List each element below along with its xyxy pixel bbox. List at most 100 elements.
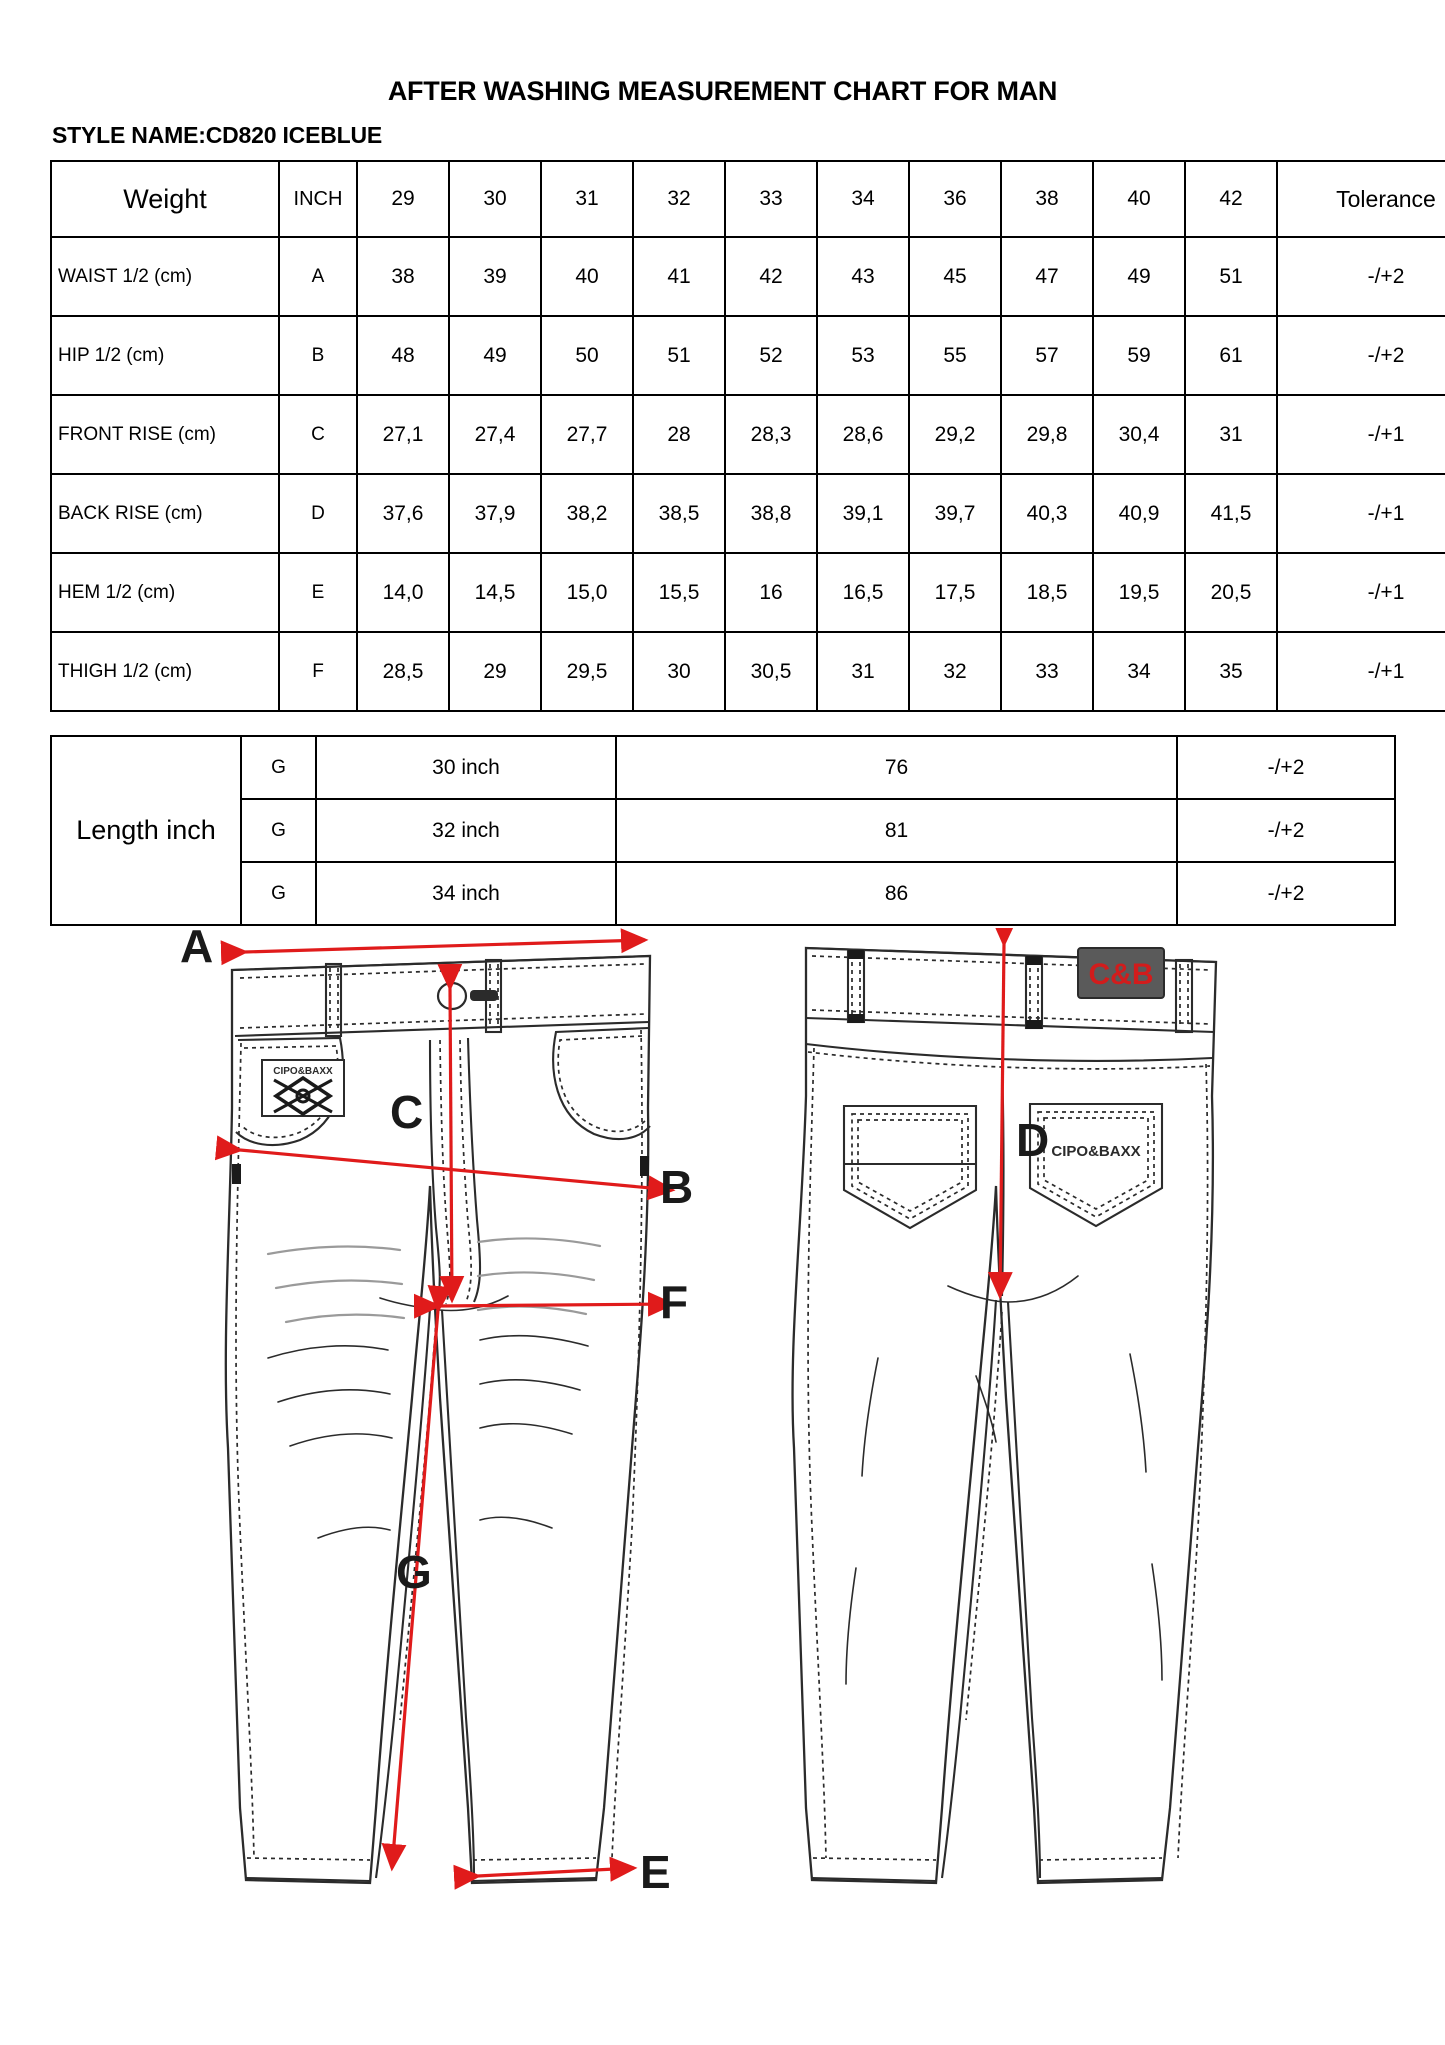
front-pocket-brand-label: CIPO&BAXX <box>261 1059 345 1117</box>
cell-waist-3: 41 <box>632 236 726 317</box>
table-row: FRONT RISE (cm) C 27,1 27,4 27,7 28 28,3… <box>50 394 1445 475</box>
cell-back-rise-2: 38,2 <box>540 473 634 554</box>
page-title: AFTER WASHING MEASUREMENT CHART FOR MAN <box>387 76 1058 106</box>
label-thigh: F <box>660 1276 688 1328</box>
cell-waist-tolerance: -/+2 <box>1276 236 1445 317</box>
cell-thigh-1: 29 <box>448 631 542 712</box>
cell-back-rise-9: 41,5 <box>1184 473 1278 554</box>
length-inch-0: 30 inch <box>315 735 617 800</box>
cell-back-rise-8: 40,9 <box>1092 473 1186 554</box>
length-tolerance-1: -/+2 <box>1176 798 1396 863</box>
cell-hip-9: 61 <box>1184 315 1278 396</box>
label-waist: A <box>180 928 213 972</box>
front-measurement-arrows <box>214 928 676 1890</box>
cell-hem-5: 16,5 <box>816 552 910 633</box>
label-hip: B <box>660 1161 693 1213</box>
row-label-hem: HEM 1/2 (cm) <box>50 552 280 633</box>
arrow-length <box>381 1285 453 1872</box>
cell-thigh-6: 32 <box>908 631 1002 712</box>
cell-waist-1: 39 <box>448 236 542 317</box>
header-size-6: 36 <box>908 160 1002 238</box>
cell-front-rise-tolerance: -/+1 <box>1276 394 1445 475</box>
length-inch-1: 32 inch <box>315 798 617 863</box>
cell-waist-9: 51 <box>1184 236 1278 317</box>
header-size-1: 30 <box>448 160 542 238</box>
header-size-7: 38 <box>1000 160 1094 238</box>
header-weight: Weight <box>50 160 280 238</box>
cell-thigh-8: 34 <box>1092 631 1186 712</box>
cell-thigh-5: 31 <box>816 631 910 712</box>
cell-back-rise-5: 39,1 <box>816 473 910 554</box>
cell-hip-1: 49 <box>448 315 542 396</box>
cell-waist-8: 49 <box>1092 236 1186 317</box>
arrow-hip <box>214 1135 676 1201</box>
length-tolerance-2: -/+2 <box>1176 861 1396 926</box>
cell-hem-4: 16 <box>724 552 818 633</box>
cell-back-rise-0: 37,6 <box>356 473 450 554</box>
measurement-table-container: Weight INCH 29 30 31 32 33 34 36 38 40 4… <box>50 160 1445 712</box>
cell-back-rise-1: 37,9 <box>448 473 542 554</box>
cell-thigh-4: 30,5 <box>724 631 818 712</box>
table-row: WAIST 1/2 (cm) A 38 39 40 41 42 43 45 47… <box>50 236 1445 317</box>
length-value-2: 86 <box>615 861 1178 926</box>
cell-hip-5: 53 <box>816 315 910 396</box>
length-code-0: G <box>240 735 317 800</box>
arrow-front-rise <box>437 963 465 1304</box>
cell-front-rise-4: 28,3 <box>724 394 818 475</box>
jeans-diagram: CIPO&BAXX <box>0 928 1445 2045</box>
back-leg-creases <box>845 1353 1163 1685</box>
row-code-hip: B <box>278 315 358 396</box>
row-label-back-rise: BACK RISE (cm) <box>50 473 280 554</box>
front-pocket-brand-text: CIPO&BAXX <box>273 1066 333 1077</box>
table-row: HIP 1/2 (cm) B 48 49 50 51 52 53 55 57 5… <box>50 315 1445 396</box>
cell-front-rise-3: 28 <box>632 394 726 475</box>
length-inch-2: 34 inch <box>315 861 617 926</box>
row-label-thigh: THIGH 1/2 (cm) <box>50 631 280 712</box>
length-title: Length inch <box>50 735 242 926</box>
cell-waist-2: 40 <box>540 236 634 317</box>
back-pocket-left <box>842 1104 978 1230</box>
length-tolerance-0: -/+2 <box>1176 735 1396 800</box>
label-length: G <box>396 1546 432 1598</box>
length-value-1: 81 <box>615 798 1178 863</box>
back-measurement-arrows <box>987 928 1017 1300</box>
cell-hip-6: 55 <box>908 315 1002 396</box>
style-name: STYLE NAME:CD820 ICEBLUE <box>52 122 383 148</box>
label-back-rise: D <box>1016 1114 1049 1166</box>
cell-hip-7: 57 <box>1000 315 1094 396</box>
cell-back-rise-6: 39,7 <box>908 473 1002 554</box>
cell-waist-6: 45 <box>908 236 1002 317</box>
cell-front-rise-9: 31 <box>1184 394 1278 475</box>
back-belt-loops <box>846 948 1194 1034</box>
cell-front-rise-7: 29,8 <box>1000 394 1094 475</box>
length-table: Length inch G 30 inch 76 -/+2 G 32 inch … <box>50 735 1396 926</box>
jeans-front-view: CIPO&BAXX <box>224 954 652 1885</box>
back-pocket-right: CIPO&BAXX <box>1028 1102 1164 1228</box>
cell-thigh-9: 35 <box>1184 631 1278 712</box>
cell-thigh-7: 33 <box>1000 631 1094 712</box>
cell-hip-2: 50 <box>540 315 634 396</box>
row-label-hip: HIP 1/2 (cm) <box>50 315 280 396</box>
length-code-2: G <box>240 861 317 926</box>
rivet-right <box>640 1156 649 1176</box>
arrow-back-rise <box>987 928 1017 1300</box>
cell-hip-3: 51 <box>632 315 726 396</box>
cell-hem-2: 15,0 <box>540 552 634 633</box>
length-row: G 32 inch 81 -/+2 <box>51 798 1396 863</box>
cell-hem-8: 19,5 <box>1092 552 1186 633</box>
cell-hip-tolerance: -/+2 <box>1276 315 1445 396</box>
cell-thigh-tolerance: -/+1 <box>1276 631 1445 712</box>
cell-thigh-0: 28,5 <box>356 631 450 712</box>
cell-thigh-3: 30 <box>632 631 726 712</box>
length-row: G 34 inch 86 -/+2 <box>51 861 1396 926</box>
rivet-left <box>232 1164 241 1184</box>
header-size-2: 31 <box>540 160 634 238</box>
cell-front-rise-0: 27,1 <box>356 394 450 475</box>
length-table-container: Length inch G 30 inch 76 -/+2 G 32 inch … <box>50 735 1396 926</box>
brand-patch: C&B <box>1077 947 1165 999</box>
label-front-rise: C <box>390 1086 423 1138</box>
cell-waist-7: 47 <box>1000 236 1094 317</box>
cell-hip-4: 52 <box>724 315 818 396</box>
cell-thigh-2: 29,5 <box>540 631 634 712</box>
